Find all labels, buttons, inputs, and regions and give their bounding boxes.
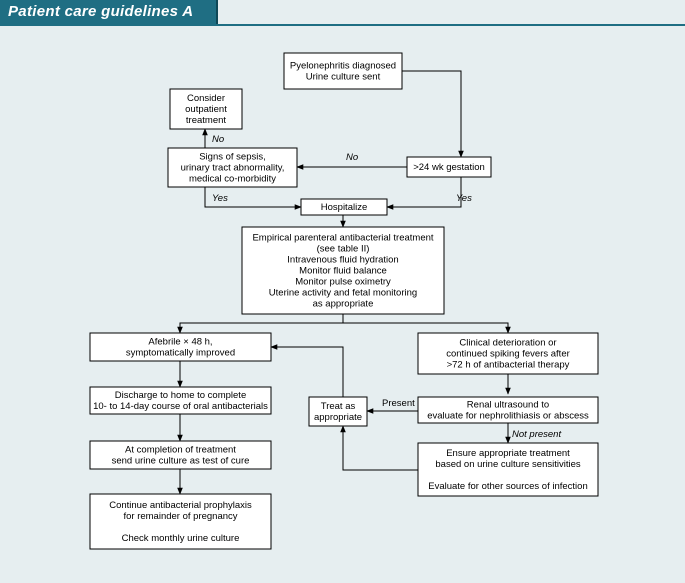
label-present: Present — [382, 398, 415, 409]
node-text-empirical: (see table II) — [317, 244, 370, 255]
node-text-completion: At completion of treatment — [125, 445, 236, 456]
node-text-completion: send urine culture as test of cure — [112, 456, 250, 467]
node-text-discharge: 10- to 14-day course of oral antibacteri… — [93, 401, 268, 412]
node-text-prophylaxis: Continue antibacterial prophylaxis — [109, 500, 252, 511]
edge-empirical-deterioration — [343, 322, 511, 334]
node-box-ultrasound — [417, 396, 599, 424]
node-text-discharge: Discharge to home to complete — [115, 390, 246, 401]
node-text-sepsis: urinary tract abnormality, — [181, 163, 285, 174]
label-yes-sepsis: Yes — [212, 193, 228, 204]
node-text-ensure: based on urine culture sensitivities — [435, 459, 580, 470]
node-text-ensure: Evaluate for other sources of infection — [428, 481, 587, 492]
node-box-ensure — [417, 442, 599, 497]
label-no-gestation: No — [346, 152, 358, 163]
node-box-outpatient — [169, 88, 243, 130]
node-text-outpatient: treatment — [186, 115, 226, 126]
node-text-ultrasound: evaluate for nephrolithiasis or abscess — [427, 411, 589, 422]
node-box-hospitalize — [300, 198, 388, 216]
node-hospitalize: Hospitalize — [300, 198, 388, 216]
node-box-pyelo — [283, 52, 403, 90]
edge-pyelo-gestation — [402, 70, 464, 158]
node-box-completion — [89, 440, 272, 470]
node-text-afebrile: Afebrile × 48 h, — [148, 337, 212, 348]
node-text-afebrile: symptomatically improved — [126, 348, 235, 359]
node-text-sepsis: medical co-morbidity — [189, 174, 276, 185]
edge-sepsis-hospitalize — [204, 187, 302, 210]
node-text-empirical: Monitor pulse oximetry — [295, 277, 391, 288]
node-empirical: Empirical parenteral antibacterial treat… — [241, 226, 445, 315]
node-text-ultrasound: Renal ultrasound to — [467, 400, 549, 411]
label-yes-gestation: Yes — [456, 193, 472, 204]
edge-ensure-treat — [340, 425, 418, 471]
edge-gestation-hospitalize — [386, 177, 462, 210]
node-text-deterioration: Clinical deterioration or — [459, 338, 556, 349]
node-box-gestation — [406, 156, 492, 178]
node-box-afebrile — [89, 332, 272, 362]
node-text-hospitalize: Hospitalize — [321, 202, 367, 213]
node-text-sepsis: Signs of sepsis, — [199, 152, 266, 163]
node-text-pyelo: Urine culture sent — [306, 72, 381, 83]
node-box-prophylaxis — [89, 493, 272, 550]
node-text-empirical: Uterine activity and fetal monitoring — [269, 288, 417, 299]
page-title: Patient care guidelines A — [0, 0, 218, 24]
node-box-discharge — [89, 386, 272, 415]
node-text-pyelo: Pyelonephritis diagnosed — [290, 61, 396, 72]
node-box-sepsis — [167, 147, 298, 188]
title-rule — [0, 24, 685, 26]
node-box-deterioration — [417, 332, 599, 375]
node-text-prophylaxis: for remainder of pregnancy — [123, 511, 237, 522]
node-text-empirical: Empirical parenteral antibacterial treat… — [252, 233, 433, 244]
node-text-treat: appropriate — [314, 412, 362, 423]
node-gestation: >24 wk gestation — [406, 156, 492, 178]
node-text-treat: Treat as — [321, 401, 356, 412]
node-text-empirical: Monitor fluid balance — [299, 266, 387, 277]
node-box-empirical — [241, 226, 445, 315]
edge-empirical-afebrile — [177, 314, 344, 334]
label-no-outpatient: No — [212, 134, 224, 145]
node-text-deterioration: >72 h of antibacterial therapy — [447, 360, 570, 371]
node-text-deterioration: continued spiking fevers after — [446, 349, 570, 360]
node-text-empirical: Intravenous fluid hydration — [287, 255, 398, 266]
node-sepsis: Signs of sepsis,urinary tract abnormalit… — [167, 147, 298, 188]
node-text-gestation: >24 wk gestation — [413, 162, 485, 173]
node-text-prophylaxis: Check monthly urine culture — [122, 533, 240, 544]
node-text-outpatient: outpatient — [185, 104, 227, 115]
node-text-ensure: Ensure appropriate treatment — [446, 448, 570, 459]
edge-treat-afebrile — [270, 344, 344, 397]
label-not-present: Not present — [512, 429, 561, 440]
node-text-empirical: as appropriate — [313, 299, 374, 310]
node-afebrile: Afebrile × 48 h,symptomatically improved — [89, 332, 272, 362]
node-text-outpatient: Consider — [187, 93, 225, 104]
node-box-treat — [308, 396, 368, 427]
